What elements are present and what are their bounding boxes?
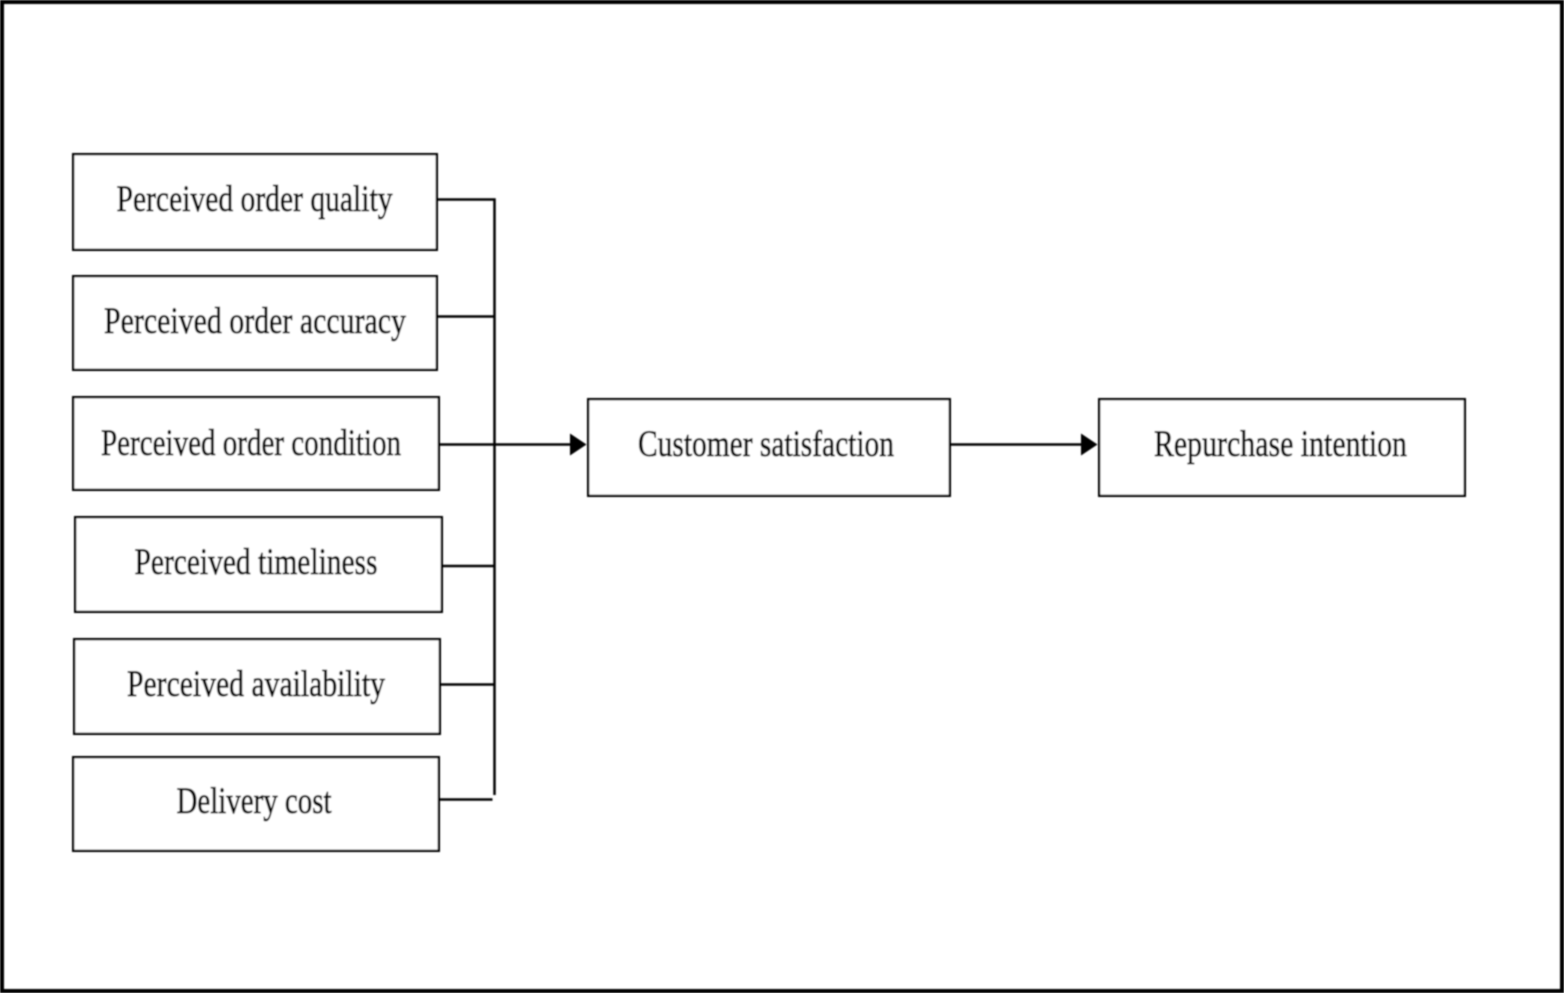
svg-text:Perceived order accuracy: Perceived order accuracy [104,301,406,342]
svg-text:Delivery cost: Delivery cost [177,781,333,822]
svg-text:Customer satisfaction: Customer satisfaction [638,424,894,465]
svg-text:Perceived order condition: Perceived order condition [101,423,401,464]
svg-text:Perceived timeliness: Perceived timeliness [135,542,378,583]
svg-text:Repurchase intention: Repurchase intention [1154,424,1407,465]
svg-text:Perceived availability: Perceived availability [127,664,385,705]
svg-text:Perceived order quality: Perceived order quality [117,179,393,220]
